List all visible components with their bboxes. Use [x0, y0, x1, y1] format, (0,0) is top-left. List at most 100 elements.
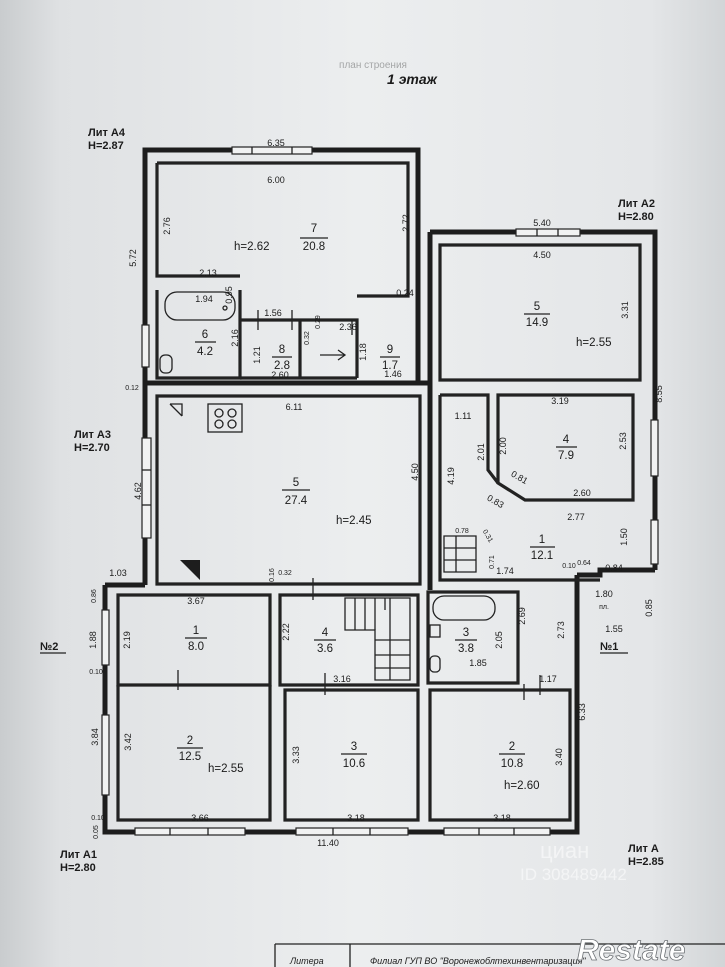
dimension-label: 3.84: [90, 728, 100, 746]
dimension-label: 1.18: [358, 343, 368, 361]
dimension-label: 0.71: [489, 555, 496, 569]
dimension-label: 5.40: [533, 218, 551, 228]
dimension-labels: 6.35 6.00 2.76 2.72 5.72 2.13 1.94 0.95 …: [88, 138, 664, 848]
dimension-label: 1.56: [264, 308, 282, 318]
room-a-2-number: 2: [509, 741, 515, 753]
wall-lit-a1-a: [102, 575, 580, 835]
dimension-label: 1.94: [195, 294, 213, 304]
wall-porch: [577, 567, 655, 578]
dimension-label: 1.17: [539, 674, 557, 684]
room-a1-1-number: 1: [193, 625, 199, 637]
dimension-label: 0.29: [315, 315, 322, 329]
room-a1-2-height: h=2.55: [208, 763, 244, 775]
fixtures: [159, 291, 496, 681]
dimension-label: 3.16: [333, 674, 351, 684]
svg-text:ID 308489442: ID 308489442: [520, 865, 627, 884]
dimension-label: 1.88: [88, 631, 98, 649]
dimension-label: 3.33: [291, 746, 301, 764]
wall-room7-west: [155, 163, 240, 278]
block-a4-height: H=2.87: [88, 140, 124, 152]
room-5-height: h=2.45: [336, 515, 372, 527]
cian-watermark: циан ID 308489442: [520, 838, 627, 884]
wall-rooms-6-8-9: [155, 290, 359, 380]
wall-lit-a2: [430, 229, 658, 570]
dimension-label: 2.60: [271, 370, 289, 380]
dimension-label: 0.12: [125, 385, 139, 392]
room-a-2-area: 10.8: [501, 758, 523, 770]
dimension-label: 2.53: [618, 432, 628, 450]
dimension-label: 3.19: [551, 396, 569, 406]
room-a2-5-number: 5: [534, 301, 540, 313]
dimension-label: 3.40: [554, 748, 564, 766]
dimension-label: 2.72: [401, 214, 411, 232]
block-a2-height: H=2.80: [618, 211, 654, 223]
dimension-label: 5.72: [128, 249, 138, 267]
unit-1-label: №1: [600, 641, 618, 653]
dimension-label: 1.80: [595, 589, 613, 599]
dimension-label: 2.60: [573, 488, 591, 498]
svg-text:циан: циан: [540, 838, 589, 863]
dimension-label: 0.86: [91, 589, 98, 603]
dimension-label: 6.33: [577, 703, 587, 721]
dimension-label: 0.10: [91, 815, 105, 822]
dimension-label: 2.19: [122, 631, 132, 649]
dimension-label: 6.35: [267, 138, 285, 148]
wall-corridor: [440, 393, 500, 484]
room-7-height: h=2.62: [234, 241, 270, 253]
dimension-label: 0.05: [93, 825, 100, 839]
room-a-3-number: 3: [351, 741, 357, 753]
room-a1-2-number: 2: [187, 735, 193, 747]
room-a1-1-area: 8.0: [188, 641, 204, 653]
wall-room3-bath: [426, 590, 520, 685]
block-a-height: H=2.85: [628, 856, 664, 868]
door-marks: [177, 310, 541, 700]
room-9-number: 9: [387, 344, 393, 356]
dimension-label: 2.22: [281, 623, 291, 641]
footer-table: Литера Филиал ГУП ВО "Воронежоблтехинвен…: [274, 943, 725, 967]
floor-title: 1 этаж: [387, 71, 438, 87]
dimension-label: 2.00: [498, 437, 508, 455]
block-a4-name: Лит А4: [88, 127, 126, 139]
block-a-name: Лит А: [628, 843, 659, 855]
room-8-area: 2.8: [274, 360, 290, 372]
dimension-label: 2.05: [494, 631, 504, 649]
dimension-label: 0.16: [269, 568, 276, 582]
dimension-label: 0.32: [278, 570, 292, 577]
wall-room5: [155, 394, 422, 586]
wall-room2-a: [428, 688, 572, 822]
room-6-area: 4.2: [197, 346, 213, 358]
dimension-label: 2.77: [567, 512, 585, 522]
dimension-label: 8.55: [654, 385, 664, 403]
footer-col1: Литера: [289, 956, 324, 966]
wall-room1-a2: [438, 395, 600, 582]
wall-room5-a2: [438, 243, 642, 382]
dimension-label: 0.10: [89, 669, 103, 676]
dimension-label: 3.18: [347, 813, 365, 823]
room-7-number: 7: [311, 223, 317, 235]
wall-room1-a1: [116, 593, 272, 687]
dimension-label: 1.85: [469, 658, 487, 668]
dimension-label: 3.66: [191, 813, 209, 823]
room-a2-5-height: h=2.55: [576, 337, 612, 349]
room-a2-1-number: 1: [539, 534, 545, 546]
dimension-label: 2.13: [199, 268, 217, 278]
room-a2-5-area: 14.9: [526, 317, 548, 329]
dimension-label: 2.16: [230, 329, 240, 347]
faded-header: план строения: [339, 60, 407, 71]
footer-col2: Филиал ГУП ВО "Воронежоблтехинвентаризац…: [370, 956, 586, 966]
room-a-2-height: h=2.60: [504, 780, 540, 792]
room-bath-3-number: 3: [463, 627, 469, 639]
dimension-label: 0.83: [485, 493, 505, 510]
restate-logo: Restate: [577, 934, 685, 967]
wall-room2-a1: [116, 685, 272, 822]
dimension-label: 2.01: [476, 443, 486, 461]
room-a1-2-area: 12.5: [179, 751, 201, 763]
dimension-label: 2.76: [162, 217, 172, 235]
dimension-label: 6.11: [286, 402, 303, 412]
room-a2-4-area: 7.9: [558, 450, 574, 462]
room-8-number: 8: [279, 344, 285, 356]
room-labels: 7 20.8 h=2.62 6 4.2 8 2.8 9 1.7 5 27.4 h…: [177, 223, 612, 792]
unit-2-label: №2: [40, 641, 58, 653]
